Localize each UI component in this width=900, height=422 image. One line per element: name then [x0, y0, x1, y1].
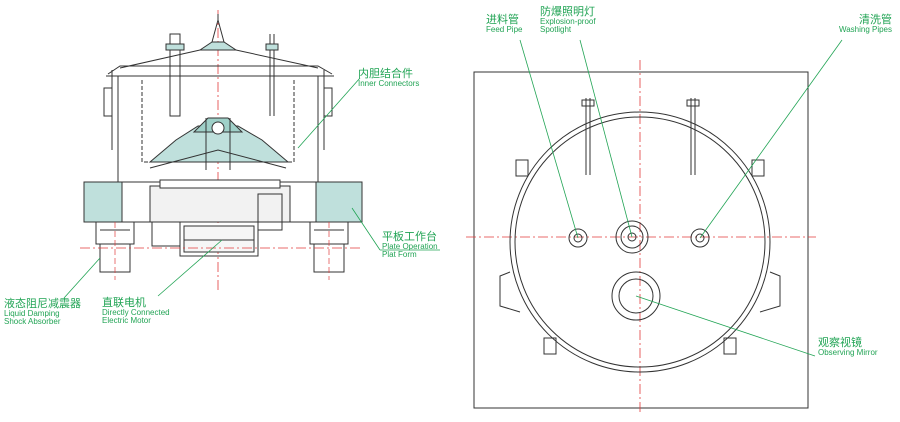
inner-connectors-en: Inner Connectors — [358, 78, 420, 88]
motor-en2: Electric Motor — [102, 315, 151, 325]
label-washing-pipes: 清洗管 Washing Pipes — [839, 14, 892, 34]
top-view — [466, 60, 816, 412]
motor-en1: Directly Connected — [102, 307, 170, 317]
side-view — [80, 10, 363, 292]
label-feed-pipe: 进料管 Feed Pipe — [486, 14, 522, 34]
label-shock-absorber: 液态阻尼减震器 Liquid Damping Shock Absorber — [4, 298, 81, 326]
plate-form-zh: 平板工作台 — [382, 230, 437, 243]
spotlight-zh: 防爆照明灯 — [540, 5, 595, 18]
plate-form-en2: Plat Form — [382, 249, 417, 259]
label-spotlight: 防爆照明灯 Explosion-proof Spotlight — [540, 6, 596, 34]
motor-zh: 直联电机 — [102, 296, 146, 309]
feed-pipe-en: Feed Pipe — [486, 24, 523, 34]
spotlight-en2: Spotlight — [540, 24, 572, 34]
label-plate-form: 平板工作台 Plate Operation Plat Form — [382, 231, 438, 259]
shock-absorber-zh: 液态阻尼减震器 — [4, 297, 81, 310]
washing-pipes-en: Washing Pipes — [838, 24, 892, 34]
observing-mirror-zh: 观察视镜 — [818, 336, 862, 349]
inner-connectors-zh: 内胆结合件 — [358, 67, 413, 80]
observing-mirror-en: Observing Mirror — [818, 347, 878, 357]
label-observing-mirror: 观察视镜 Observing Mirror — [818, 337, 878, 357]
spotlight-en1: Explosion-proof — [540, 16, 596, 26]
shock-absorber-en2: Shock Absorber — [4, 316, 61, 326]
plate-form-en1: Plate Operation — [382, 241, 438, 251]
label-inner-connectors: 内胆结合件 Inner Connectors — [358, 68, 419, 88]
leader-lines — [63, 39, 843, 357]
label-motor: 直联电机 Directly Connected Electric Motor — [102, 297, 170, 325]
washing-pipes-zh: 清洗管 — [859, 13, 892, 26]
feed-pipe-zh: 进料管 — [486, 13, 519, 26]
shock-absorber-en1: Liquid Damping — [4, 308, 60, 318]
